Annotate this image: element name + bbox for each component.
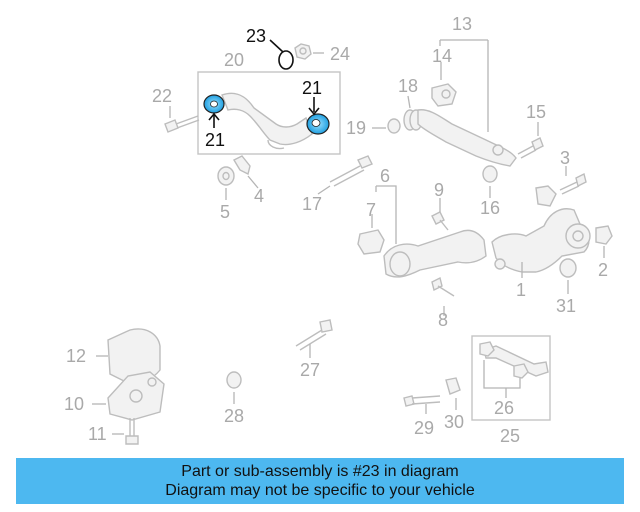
- callout-12: 12: [66, 346, 86, 366]
- nut-24: [294, 43, 312, 60]
- link-26: [479, 341, 549, 379]
- callout-10: 10: [64, 394, 84, 414]
- callout-20: 20: [224, 50, 244, 70]
- assembly-box-25: [471, 335, 551, 421]
- callout-28: 28: [224, 406, 244, 426]
- knuckle-1: [491, 185, 591, 273]
- callout-25: 25: [500, 426, 520, 446]
- callout-21-right: 21: [302, 78, 322, 98]
- callout-5: 5: [220, 202, 230, 222]
- lower-arm-6: [383, 229, 487, 278]
- o-ring-23: [278, 50, 294, 70]
- washer-28: [226, 371, 242, 389]
- callout-29: 29: [414, 418, 434, 438]
- callout-16: 16: [480, 198, 500, 218]
- bolt-8: [431, 276, 455, 297]
- bushing-21-right: [306, 113, 330, 135]
- nut-30: [445, 377, 461, 395]
- callout-14: 14: [432, 46, 452, 66]
- callout-13: 13: [452, 14, 472, 34]
- bushing-2: [595, 225, 613, 245]
- callout-3: 3: [560, 148, 570, 168]
- callout-4: 4: [254, 186, 264, 206]
- bracket-4: [233, 155, 251, 176]
- callout-11: 11: [88, 424, 107, 444]
- banner-line-1: Part or sub-assembly is #23 in diagram: [181, 463, 459, 480]
- callout-22: 22: [152, 86, 172, 106]
- callout-26: 26: [494, 398, 514, 418]
- bolt-29: [403, 395, 441, 407]
- bolt-3: [559, 172, 587, 195]
- callout-8: 8: [438, 310, 448, 330]
- washer-31: [559, 258, 577, 278]
- bolt-11: [125, 418, 139, 445]
- callout-9: 9: [434, 180, 444, 200]
- callout-19: 19: [346, 118, 366, 138]
- bolt-9: [431, 211, 449, 231]
- washer-19: [387, 118, 401, 134]
- assembly-box-20: [197, 71, 341, 155]
- callout-17: 17: [302, 194, 322, 214]
- bracket-10: [107, 371, 165, 421]
- upper-control-arm: [221, 92, 313, 150]
- bolt-22: [164, 115, 200, 133]
- bolt-15: [517, 137, 544, 159]
- bushing-14: [431, 83, 457, 107]
- callout-2: 2: [598, 260, 608, 280]
- washer-16: [482, 165, 498, 183]
- callout-15: 15: [526, 102, 546, 122]
- trailing-arm-13: [417, 109, 517, 167]
- callout-7: 7: [366, 200, 376, 220]
- callout-27: 27: [300, 360, 320, 380]
- callout-24: 24: [330, 44, 350, 64]
- callout-18: 18: [398, 76, 418, 96]
- bolt-27: [295, 319, 333, 351]
- banner-line-2: Diagram may not be specific to your vehi…: [165, 482, 475, 499]
- bushing-21-left: [203, 94, 225, 114]
- callout-21-left: 21: [205, 130, 225, 150]
- washer-5: [217, 166, 235, 186]
- info-banner: Part or sub-assembly is #23 in diagram D…: [16, 458, 624, 504]
- callout-23: 23: [246, 26, 266, 46]
- callout-1: 1: [516, 280, 526, 300]
- callout-31: 31: [556, 296, 576, 316]
- bushing-7: [357, 229, 385, 255]
- callout-30: 30: [444, 412, 464, 432]
- callout-6: 6: [380, 166, 390, 186]
- bolt-17: [329, 155, 373, 187]
